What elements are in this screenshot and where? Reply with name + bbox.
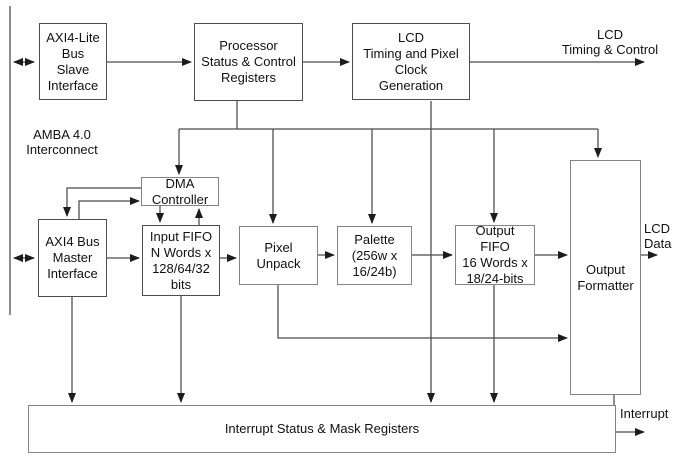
block-pixel-unpack: Pixel Unpack bbox=[239, 226, 318, 285]
block-output-fifo: Output FIFO 16 Words x 18/24-bits bbox=[455, 223, 535, 286]
block-palette: Palette (256w x 16/24b) bbox=[337, 226, 412, 285]
interrupt-label: Interrupt bbox=[620, 406, 669, 421]
block-output-formatter: Output Formatter bbox=[570, 160, 641, 395]
lcd-data-label: LCD Data bbox=[644, 221, 672, 251]
block-interrupt-status-mask-registers: Interrupt Status & Mask Registers bbox=[28, 405, 616, 453]
block-lcd-timing-pixel-clock-generation: LCD Timing and Pixel Clock Generation bbox=[352, 23, 470, 100]
block-axi4-lite-slave-interface: AXI4-Lite Bus Slave Interface bbox=[39, 23, 107, 100]
block-dma-controller: DMA Controller bbox=[141, 176, 219, 207]
master-to-dma-arrow bbox=[78, 197, 140, 219]
amba-interconnect-label: AMBA 4.0 Interconnect bbox=[26, 127, 98, 157]
block-input-fifo: Input FIFO N Words x 128/64/32 bits bbox=[142, 225, 220, 296]
dma-to-master-arrow bbox=[63, 187, 141, 217]
pixel-unpack-to-formatter-arrow bbox=[277, 285, 568, 342]
block-processor-status-control-registers: Processor Status & Control Registers bbox=[194, 23, 303, 101]
block-axi4-bus-master-interface: AXI4 Bus Master Interface bbox=[38, 219, 107, 297]
lcd-timing-control-label: LCD Timing & Control bbox=[561, 27, 659, 57]
